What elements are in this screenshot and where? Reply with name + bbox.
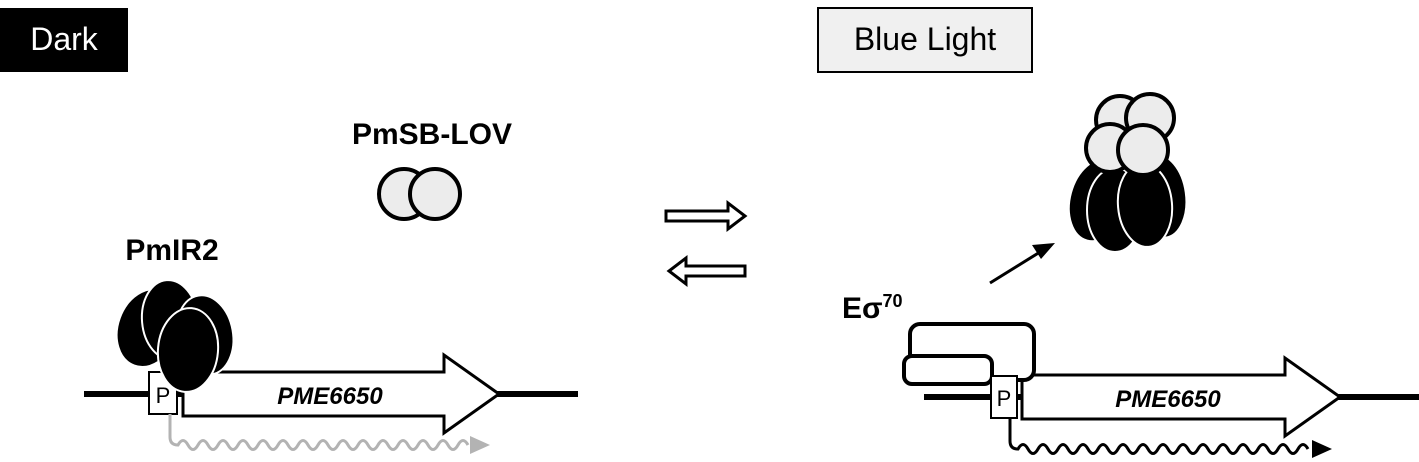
released-complex [1067,92,1188,253]
promoter-label: P [997,386,1012,411]
gene-label: PME6650 [277,383,383,410]
promoter-box [990,375,1018,419]
dark-panel: Dark PmSB-LOV PmIR2 PME6650 P [0,8,578,454]
repressor-tetramer [115,279,235,393]
light-panel: Blue Light Eσ70 PME6650 [817,7,1419,458]
light-condition-badge: Blue Light [817,7,1033,73]
equilibrium-arrows [664,199,748,288]
forward-arrow [664,199,748,233]
lov-monomer [1116,123,1170,177]
rna-polymerase [902,322,1036,386]
sigma-factor [902,354,994,386]
lov-dimer [377,167,462,221]
promoter-label: P [156,383,171,408]
sensor-label: PmSB-LOV [352,118,512,151]
repressor-label: PmIR2 [125,234,218,267]
release-arrow [989,243,1055,285]
dark-condition-badge: Dark [0,8,128,72]
transcript-active [1008,418,1332,458]
transcript-inactive [168,414,490,454]
repressor-subunit [156,307,220,393]
polymerase-label: Eσ70 [842,291,903,325]
reverse-arrow [666,254,747,288]
gene-arrow [181,352,502,436]
dark-condition-label: Dark [30,21,99,57]
gene-label: PME6650 [1115,386,1221,413]
gene-arrow [1020,355,1343,439]
lov-monomer [408,167,462,221]
light-condition-label: Blue Light [854,21,996,57]
